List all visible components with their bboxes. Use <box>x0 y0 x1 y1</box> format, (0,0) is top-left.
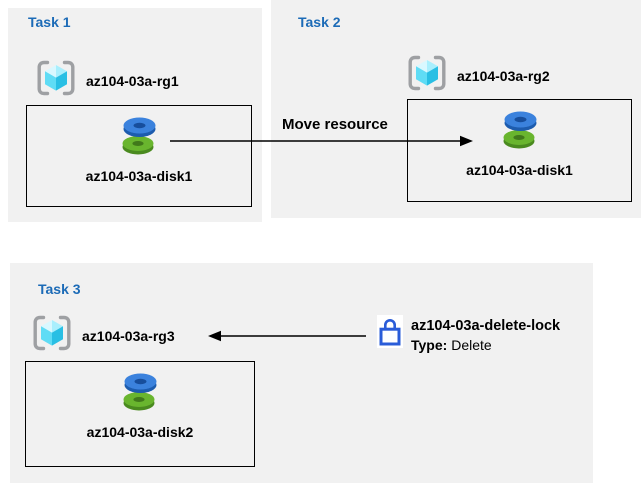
disk-icon <box>498 107 542 156</box>
resource-group-icon <box>36 60 76 101</box>
lock-caption: az104-03a-delete-lock Type: Delete <box>411 317 560 355</box>
task2-panel <box>271 0 641 218</box>
task3-title: Task 3 <box>38 281 81 297</box>
lock-icon <box>377 315 403 348</box>
task1-resource-box: az104-03a-disk1 <box>26 105 252 207</box>
task2-title: Task 2 <box>298 14 341 30</box>
lock-type-line: Type: Delete <box>411 336 560 355</box>
task1-title: Task 1 <box>28 14 71 30</box>
resource-group-icon <box>407 55 447 96</box>
resource-name: az104-03a-disk2 <box>86 424 194 440</box>
lock-type-value: Delete <box>451 337 492 353</box>
move-resource-label: Move resource <box>282 116 388 133</box>
lock-name: az104-03a-delete-lock <box>411 318 561 334</box>
task3-panel <box>10 263 593 483</box>
lock-type-label: Type: <box>411 337 448 353</box>
task2-resource-group: az104-03a-rg2 <box>407 55 550 96</box>
resource-group-name: az104-03a-rg1 <box>86 72 179 89</box>
disk-icon <box>118 369 162 418</box>
resource-group-name: az104-03a-rg2 <box>457 67 550 84</box>
resource-group-icon <box>32 315 72 356</box>
task1-resource-group: az104-03a-rg1 <box>36 60 179 101</box>
task3-resource-group: az104-03a-rg3 <box>32 315 175 356</box>
resource-group-name: az104-03a-rg3 <box>82 327 175 344</box>
resource-name: az104-03a-disk1 <box>466 162 573 178</box>
resource-name: az104-03a-disk1 <box>85 168 193 184</box>
task3-resource-box: az104-03a-disk2 <box>25 361 255 467</box>
task2-resource-box: az104-03a-disk1 <box>407 99 632 202</box>
disk-icon <box>117 113 161 162</box>
task1-panel <box>8 8 262 222</box>
